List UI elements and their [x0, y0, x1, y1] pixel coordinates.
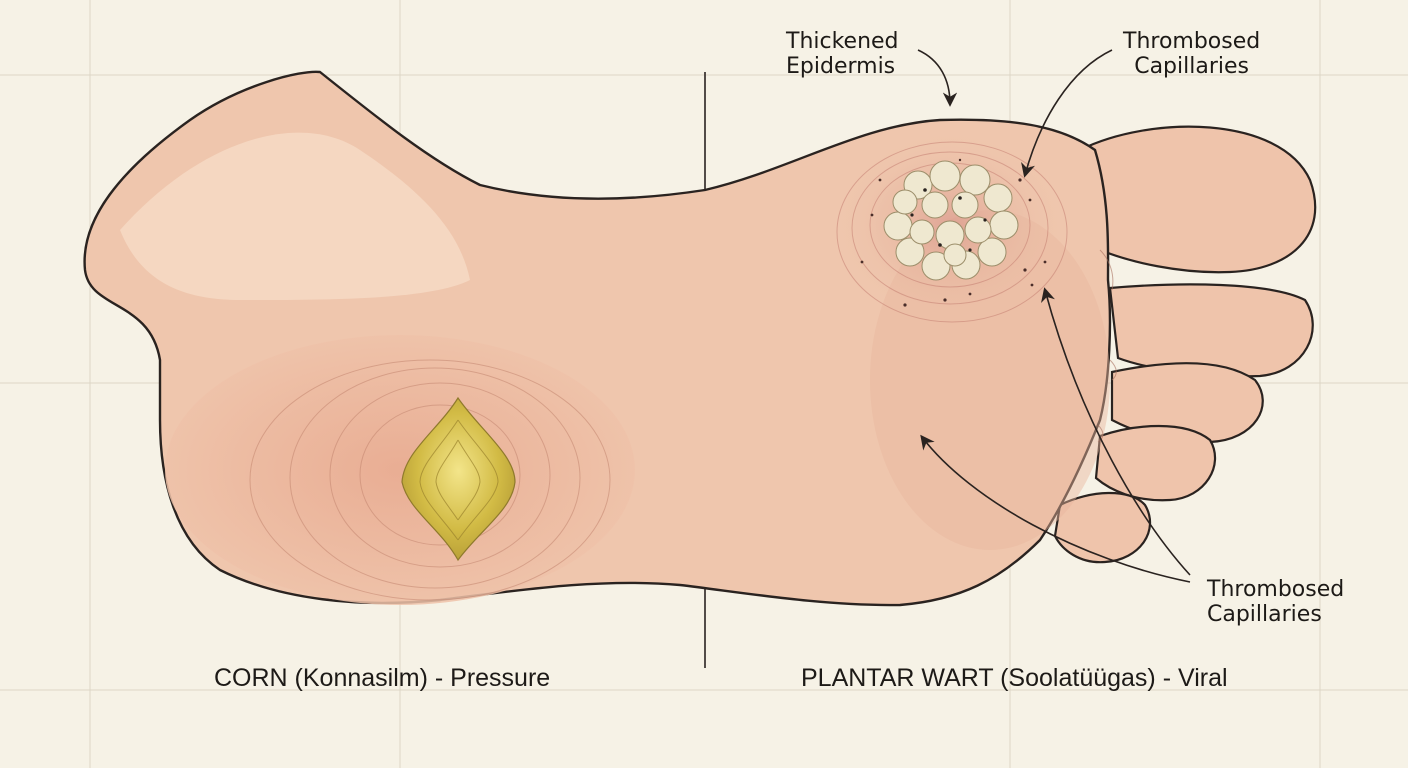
label-line: Epidermis [786, 54, 896, 80]
wart-dots [910, 188, 987, 252]
instep-shading [120, 132, 470, 300]
annotation-arrows [917, 49, 1191, 583]
label-thickened-epidermis: Thickened Epidermis [786, 29, 899, 80]
label-line: Thrombosed [1207, 577, 1345, 602]
label-line: Capillaries [1134, 54, 1249, 80]
label-thrombosed-capillaries-bottom: Thrombosed Capillaries [1207, 577, 1344, 628]
plantar-wart [883, 160, 1019, 281]
arrow-thickened-epidermis [917, 49, 958, 107]
arrow-capillaries-bottom-2 [920, 434, 1191, 583]
toes [1053, 125, 1317, 564]
caption-plantar-wart: PLANTAR WART (Soolatüügas) - Viral [801, 664, 1228, 692]
corn-ridges [419, 419, 499, 541]
label-line: Thrombosed [1123, 29, 1261, 54]
label-line: Thickened [786, 29, 899, 54]
toe-creases [1097, 249, 1117, 443]
heel-pad [165, 335, 635, 605]
arrow-capillaries-bottom-1 [1041, 287, 1191, 576]
label-line: Capillaries [1207, 602, 1322, 628]
heel-contours [249, 359, 611, 601]
capillary-dots [860, 158, 1047, 307]
corn-lesion [401, 396, 516, 562]
little-toe [1053, 491, 1151, 564]
label-thrombosed-capillaries-top: Thrombosed Capillaries [1123, 29, 1260, 80]
caption-corn: CORN (Konnasilm) - Pressure [214, 664, 551, 692]
big-toe [1078, 125, 1317, 274]
arrow-capillaries-top [1021, 49, 1113, 178]
second-toe [1108, 283, 1314, 378]
